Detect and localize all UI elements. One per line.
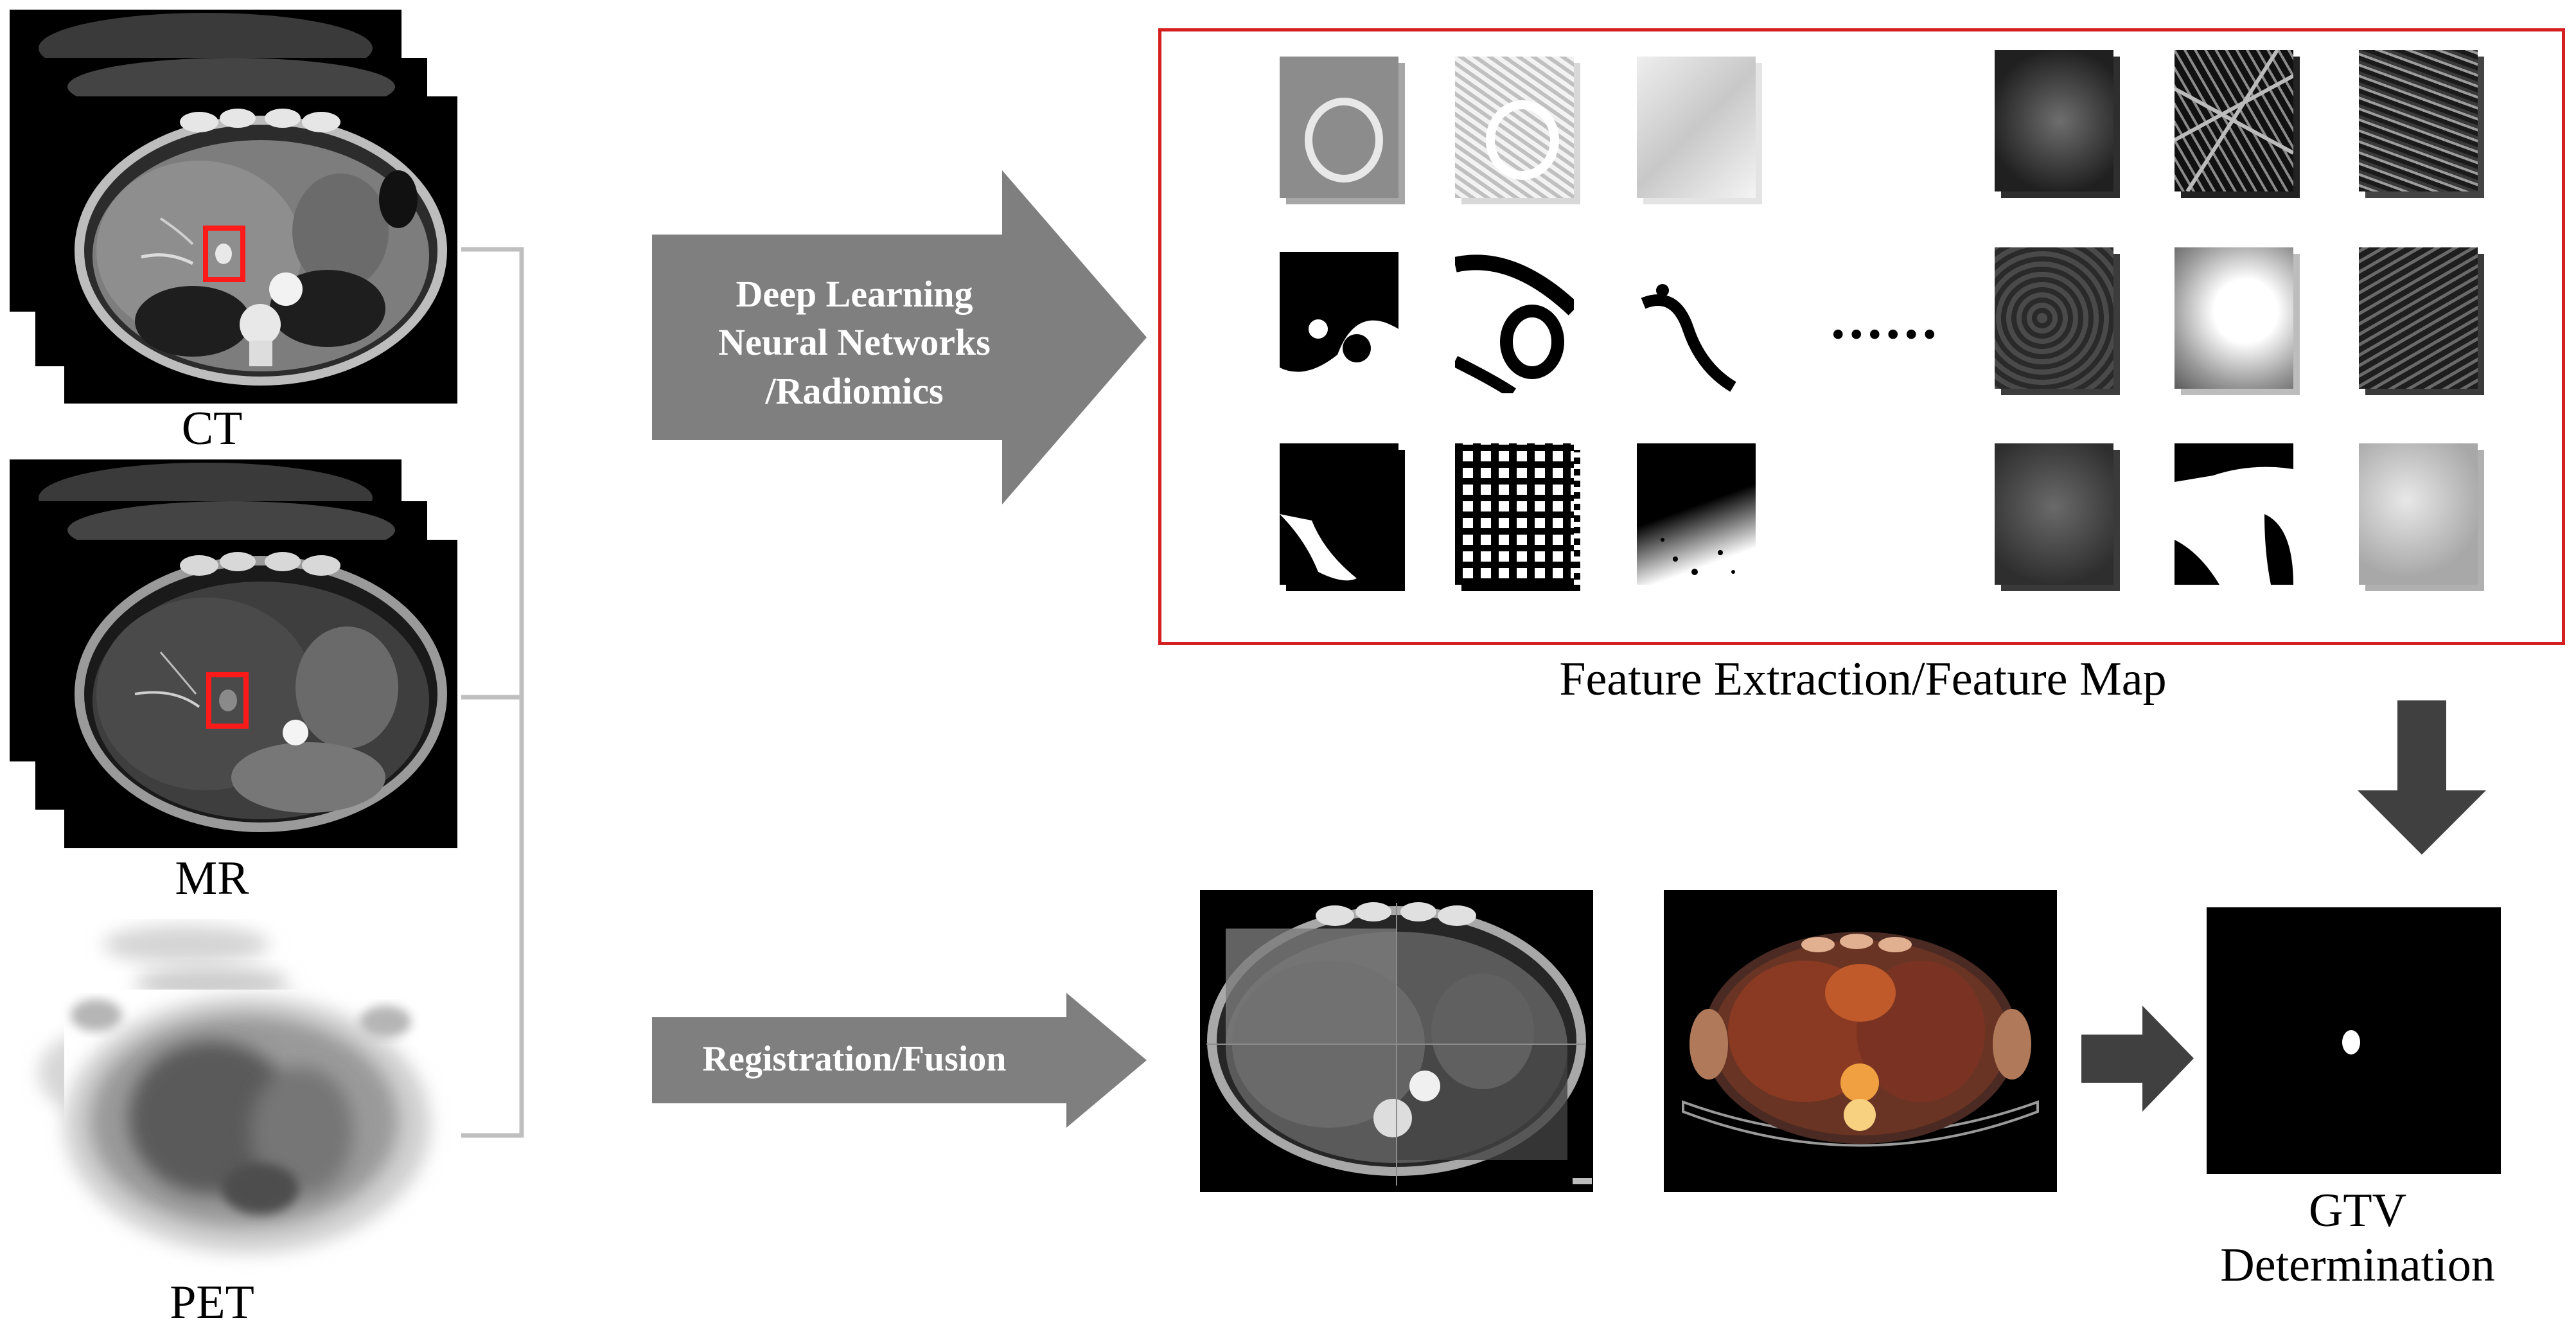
- feature-map: [2175, 247, 2300, 395]
- feature-map: [2359, 443, 2484, 591]
- feature-map: [2175, 443, 2300, 591]
- registration-arrow-label: Registration/Fusion: [702, 1039, 1007, 1079]
- mr-image-stack: [0, 450, 463, 861]
- feature-map: [1995, 50, 2120, 198]
- feature-map: [1280, 252, 1405, 400]
- feature-map: [2173, 49, 2300, 198]
- gtv-result-image: [2207, 907, 2501, 1174]
- deep-learning-arrow-label: Deep Learning Neural Networks /Radiomics: [718, 273, 991, 412]
- feature-ellipsis: ......: [1831, 287, 1941, 351]
- mr-label: MR: [175, 852, 249, 905]
- pet-label: PET: [170, 1276, 254, 1329]
- feature-map: [1995, 443, 2120, 591]
- ct-image-stack: [0, 0, 463, 411]
- fused-ct-mr-image: [1200, 890, 1593, 1192]
- registration-arrow: [652, 993, 1147, 1128]
- feature-map: [1637, 252, 1762, 400]
- ct-scan: [64, 96, 457, 404]
- feature-map: [1455, 57, 1580, 204]
- feature-map: [2359, 247, 2484, 395]
- feature-map: [1637, 57, 1762, 204]
- pet-ct-fusion-image: [1664, 890, 2057, 1192]
- feature-map: [1455, 443, 1580, 591]
- deep-learning-arrow: [652, 170, 1147, 504]
- mr-scan: [64, 540, 457, 848]
- gtv-determination-label: GTV Determination: [2220, 1184, 2495, 1292]
- right-arrow: [2081, 1006, 2194, 1112]
- pet-image-stack: [0, 919, 463, 1279]
- feature-map: [1637, 443, 1762, 591]
- feature-map: [1280, 443, 1405, 591]
- feature-map: [1452, 252, 1580, 400]
- feature-map-caption: Feature Extraction/Feature Map: [1559, 653, 2167, 706]
- feature-map-panel: [1158, 28, 2565, 645]
- ct-label: CT: [181, 402, 243, 455]
- feature-map: [1995, 247, 2120, 395]
- down-arrow: [2358, 700, 2486, 855]
- feature-map: [2359, 50, 2484, 198]
- feature-map: [1280, 57, 1405, 204]
